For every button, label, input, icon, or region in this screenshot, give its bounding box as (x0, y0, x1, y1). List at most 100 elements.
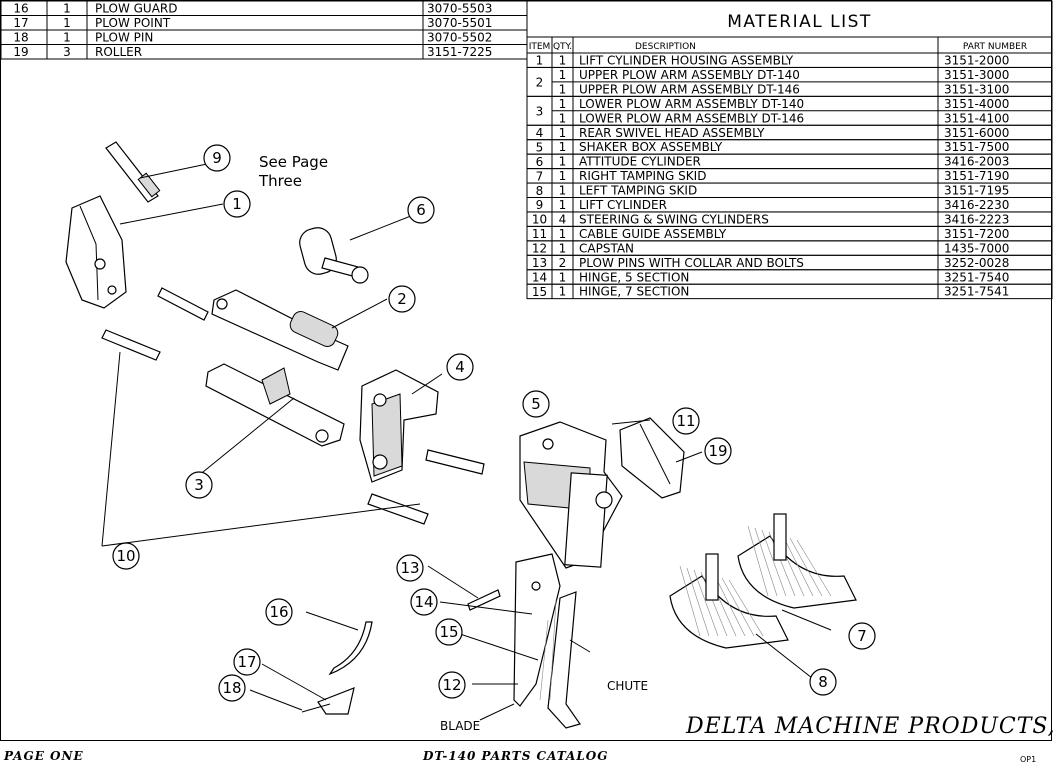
skid-rib (796, 539, 832, 597)
cell-description: HINGE, 5 SECTION (579, 270, 689, 284)
callout-11: 11 (672, 407, 700, 435)
callout-circle (438, 671, 466, 699)
swivel-pin-hole (373, 393, 387, 407)
cell-part-number: 3151-7500 (944, 140, 1009, 154)
cell-qty: 1 (559, 155, 567, 169)
cell-item: 1 (536, 54, 544, 68)
cell-qty: 1 (559, 169, 567, 183)
callout-circle (435, 618, 463, 646)
cell-description: UPPER PLOW ARM ASSEMBLY DT-146 (579, 82, 800, 96)
callout-circle (522, 390, 550, 418)
callout-8: 8 (809, 668, 837, 696)
callout-number: 4 (455, 358, 465, 376)
leader-line (569, 639, 591, 653)
skid-rib (754, 527, 778, 597)
blade-label: BLADE (440, 719, 480, 733)
see-page-note: See Page (259, 153, 328, 171)
left-tamping-skid-8-mount (705, 553, 719, 601)
cell-qty: 1 (63, 2, 71, 16)
leader-line (755, 633, 813, 679)
callout-4: 4 (446, 353, 474, 381)
cell-qty: 1 (63, 16, 71, 30)
leader-line (675, 451, 703, 463)
housing-pin-hole (94, 258, 106, 270)
callout-circle (446, 353, 474, 381)
cell-qty: 1 (559, 184, 567, 198)
cell-qty: 1 (559, 82, 567, 96)
cell-item: 15 (532, 285, 547, 299)
parts-artwork (65, 141, 857, 729)
cell-part-number: 3151-4100 (944, 111, 1009, 125)
steering-cylinder-10d (367, 493, 429, 525)
cell-description: RIGHT TAMPING SKID (579, 169, 706, 183)
cell-qty: 1 (559, 111, 567, 125)
callout-circle (809, 668, 837, 696)
hinge-15 (549, 599, 557, 701)
cell-description: LEFT TAMPING SKID (579, 184, 697, 198)
plow-pin-18 (301, 703, 331, 713)
attitude-cylinder-6-eye (351, 266, 369, 284)
callout-10: 10 (112, 542, 140, 570)
cell-part-number: 3151-7190 (944, 169, 1009, 183)
lower-plow-arm-3-bracket (261, 367, 291, 405)
callout-number: 5 (531, 395, 541, 413)
callout-circle (410, 588, 438, 616)
arm-pin-hole (216, 298, 228, 310)
cell-part-number: 3151-6000 (944, 126, 1009, 140)
cell-item: 14 (532, 270, 547, 284)
callout-number: 6 (416, 201, 426, 219)
cell-item: 17 (13, 16, 28, 30)
shaker-port (595, 491, 613, 509)
lower-plow-arm-3 (205, 363, 345, 447)
callout-6: 6 (407, 196, 435, 224)
cell-description: LIFT CYLINDER (579, 198, 667, 212)
cell-qty: 1 (559, 285, 567, 299)
callout-15: 15 (435, 618, 463, 646)
plow-guard-16 (328, 621, 373, 676)
callout-number: 7 (857, 627, 867, 645)
callout-circle (672, 407, 700, 435)
callout-number: 15 (439, 623, 458, 641)
cell-part-number: 3151-7200 (944, 227, 1009, 241)
company-name: DELTA MACHINE PRODUCTS, INC. (685, 714, 1057, 739)
header-item: ITEM (529, 42, 551, 52)
skid-rib (728, 579, 764, 637)
cell-part-number: 3251-7540 (944, 270, 1009, 284)
cell-qty: 4 (559, 212, 567, 226)
blade-pin-hole (531, 581, 541, 591)
right-tamping-skid-7-shoe (737, 535, 857, 609)
skid-rib (789, 537, 823, 597)
skid-rib (782, 535, 814, 597)
steering-cylinder-10b (101, 329, 161, 361)
cell-part-number: 3416-2230 (944, 198, 1009, 212)
header-part-number: PART NUMBER (963, 42, 1027, 52)
steering-cylinder-10a (157, 287, 209, 321)
cell-description: UPPER PLOW ARM ASSEMBLY DT-140 (579, 68, 800, 82)
cell-description: PLOW GUARD (95, 2, 178, 16)
housing-pin-hole (107, 285, 117, 295)
leader-line (331, 298, 388, 329)
leader-line (479, 703, 515, 721)
cell-description: PLOW POINT (95, 16, 171, 30)
callout-circle (704, 437, 732, 465)
